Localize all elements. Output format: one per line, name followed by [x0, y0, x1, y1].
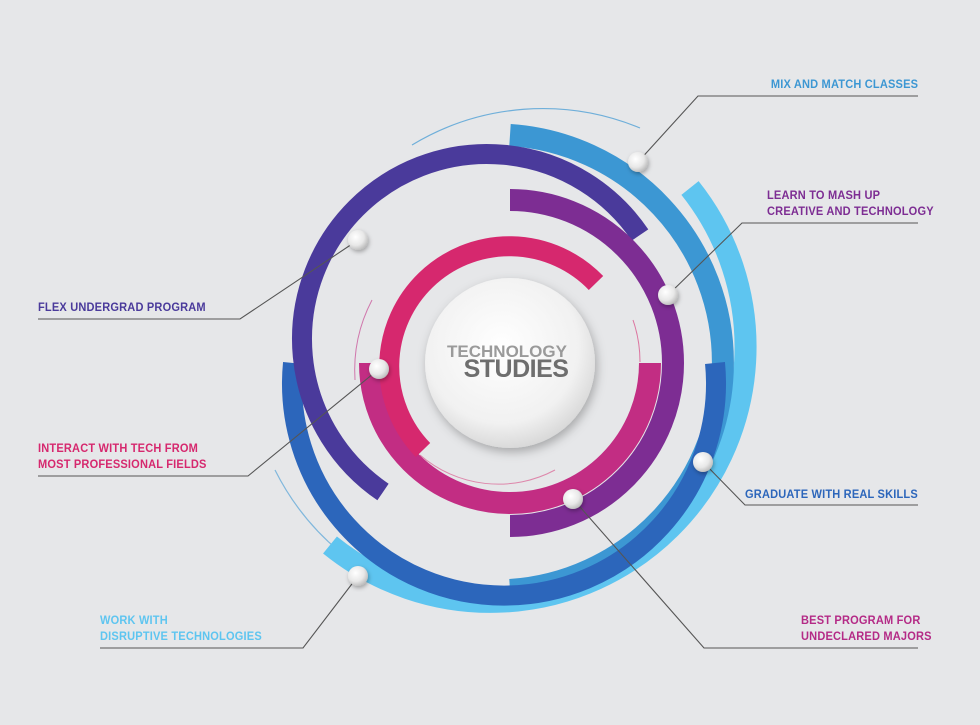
dot-graduate — [693, 452, 713, 472]
label-graduate-with-real-skills: GRADUATE WITH REAL SKILLS — [745, 486, 918, 502]
thin-arc-inner-right — [632, 319, 641, 363]
arc-purple — [509, 189, 684, 537]
arc-indigo — [292, 144, 649, 501]
label-line: BEST PROGRAM FOR — [801, 613, 921, 627]
dot-best — [563, 489, 583, 509]
leader-lines — [38, 95, 918, 649]
dot-learn — [658, 285, 678, 305]
arc-magenta — [359, 362, 661, 514]
arc-pink — [379, 236, 604, 457]
connector-dots — [348, 152, 713, 586]
label-interact-with-tech: INTERACT WITH TECH FROM MOST PROFESSIONA… — [38, 440, 207, 472]
dot-flex — [348, 230, 368, 250]
label-line: MOST PROFESSIONAL FIELDS — [38, 457, 207, 471]
label-mix-and-match: MIX AND MATCH CLASSES — [771, 76, 918, 92]
leader-flex — [38, 239, 359, 320]
label-work-with-disruptive: WORK WITH DISRUPTIVE TECHNOLOGIES — [100, 612, 262, 644]
label-line: MIX AND MATCH CLASSES — [770, 77, 918, 91]
label-line: WORK WITH — [100, 613, 168, 627]
dot-mix — [628, 152, 648, 172]
leader-best — [572, 498, 918, 649]
label-learn-to-mash-up: LEARN TO MASH UP CREATIVE AND TECHNOLOGY — [767, 187, 934, 219]
label-line: DISRUPTIVE TECHNOLOGIES — [100, 629, 262, 643]
thin-arc-inner-left — [354, 299, 373, 381]
leader-graduate — [702, 461, 918, 506]
label-best-program: BEST PROGRAM FOR UNDECLARED MAJORS — [801, 612, 932, 644]
label-line: INTERACT WITH TECH FROM — [38, 441, 199, 455]
thin-arc-outer — [411, 108, 641, 146]
leader-interact — [38, 368, 380, 477]
label-line: CREATIVE AND TECHNOLOGY — [767, 204, 934, 218]
ring-arcs — [282, 124, 757, 613]
dot-work — [348, 566, 368, 586]
label-line: UNDECLARED MAJORS — [801, 629, 932, 643]
label-line: GRADUATE WITH REAL SKILLS — [745, 487, 918, 501]
thin-arc-inner-bottom — [419, 454, 556, 485]
leader-learn — [667, 222, 918, 296]
leader-mix — [637, 95, 918, 163]
label-line: FLEX UNDERGRAD PROGRAM — [38, 300, 206, 314]
label-flex-undergrad: FLEX UNDERGRAD PROGRAM — [38, 299, 206, 315]
center-circle — [425, 278, 595, 448]
leader-work — [100, 575, 359, 649]
label-line: LEARN TO MASH UP — [767, 188, 881, 202]
dot-interact — [369, 359, 389, 379]
